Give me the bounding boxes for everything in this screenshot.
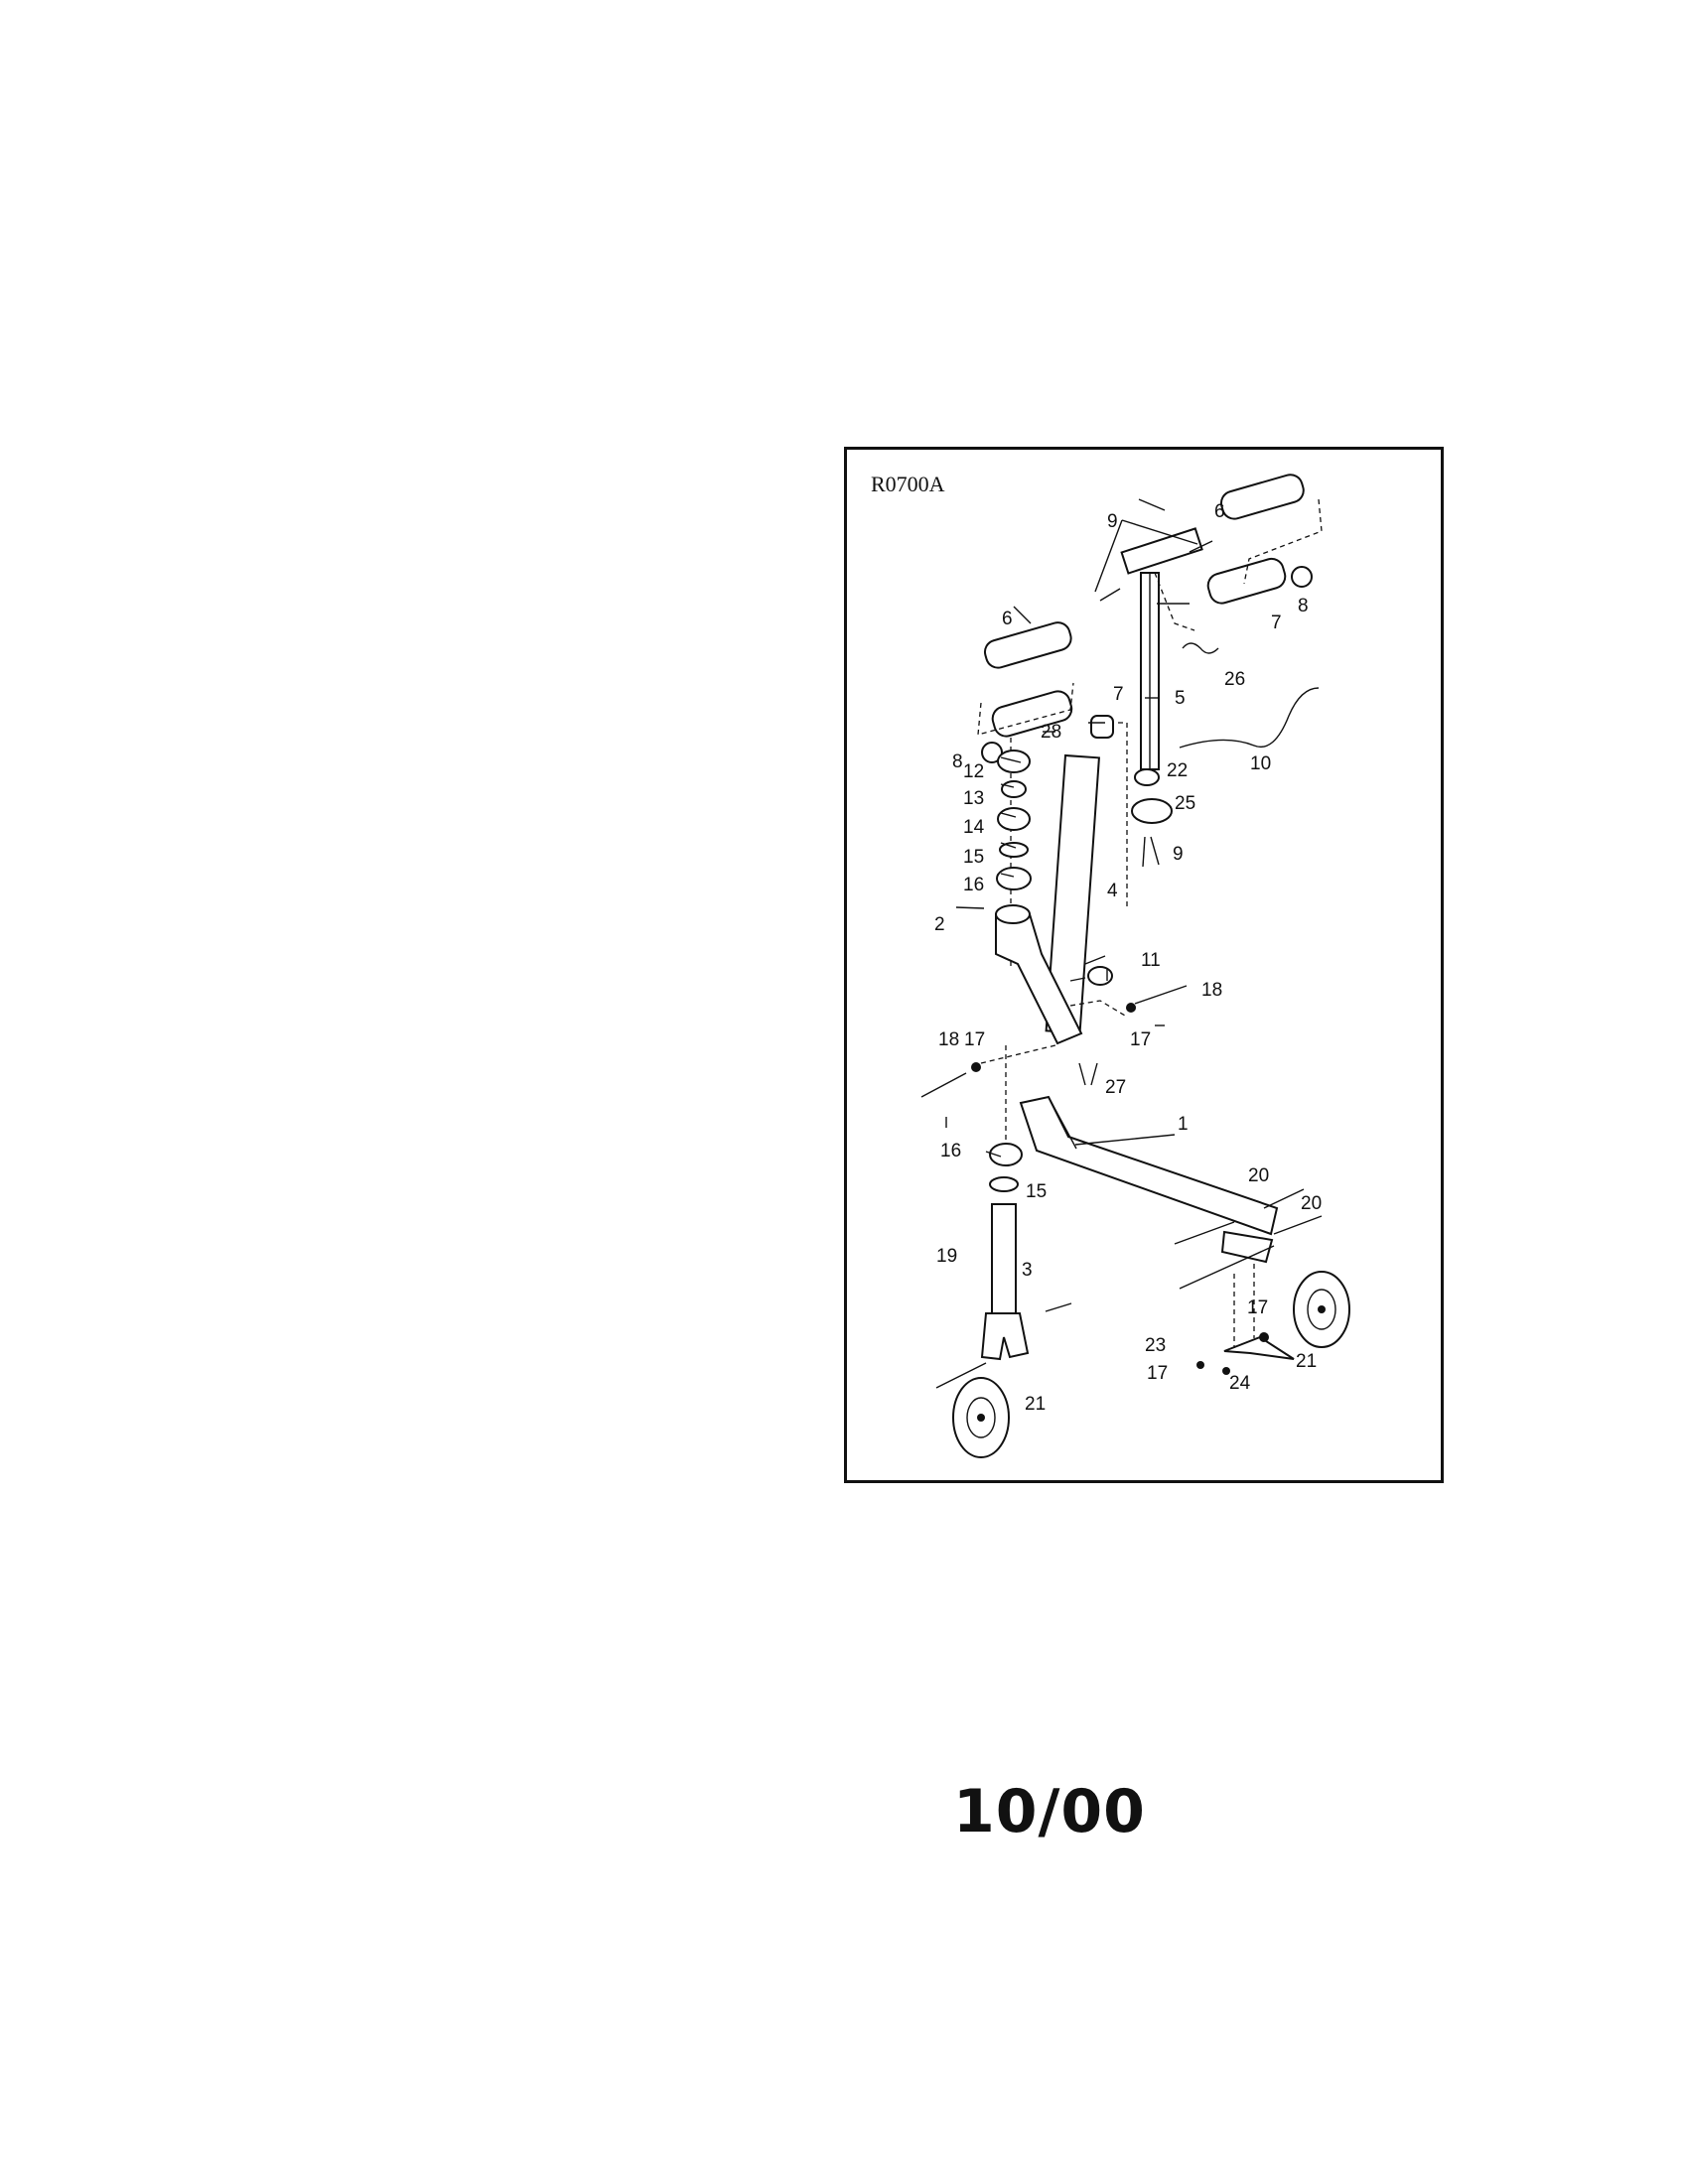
- exploded-view-drawing: 6 9 8 7 6 26 7 5 10 8 28 12 22 13 25 14 …: [920, 474, 1350, 1458]
- callout-8a: 8: [1298, 596, 1309, 616]
- front-fork: [991, 1203, 1017, 1334]
- callout-leaders: [945, 498, 1198, 1158]
- bearing-cup-bottom: [989, 1143, 1023, 1166]
- diagram-code: R0700A: [871, 472, 945, 496]
- callout-5: 5: [1175, 688, 1186, 709]
- callout-14: 14: [963, 817, 985, 838]
- callout-21a: 21: [1025, 1394, 1046, 1415]
- rear-brake: [1223, 1335, 1295, 1360]
- callout-labels: 6 9 8 7 6 26 7 5 10 8 28 12 22 13 25 14 …: [934, 501, 1322, 1415]
- lock-washer: [1001, 780, 1027, 798]
- callout-18b: 18: [938, 1029, 959, 1050]
- pivot-bolt: [1087, 966, 1113, 986]
- callout-22: 22: [1167, 760, 1188, 781]
- callout-9a: 9: [1107, 511, 1118, 532]
- callout-26: 26: [1224, 669, 1245, 690]
- callout-15b: 15: [1026, 1181, 1047, 1202]
- end-cap-right: [1291, 566, 1313, 588]
- quick-release-clamp: [1131, 798, 1173, 824]
- callout-21b: 21: [1296, 1351, 1317, 1372]
- callout-18a: 18: [1201, 980, 1222, 1001]
- callout-17c: 17: [1247, 1297, 1268, 1318]
- callout-1: 1: [1178, 1114, 1189, 1135]
- callout-15a: 15: [963, 847, 984, 868]
- bearing-cup-top: [996, 867, 1032, 890]
- callout-8b: 8: [952, 751, 963, 772]
- hitch-pin: [1078, 1062, 1098, 1086]
- date-code-footer: 10/00: [953, 1777, 1146, 1846]
- callout-19: 19: [936, 1246, 957, 1267]
- callout-28: 28: [1041, 722, 1061, 743]
- callout-11: 11: [1141, 950, 1161, 971]
- callout-17b: 17: [1130, 1029, 1151, 1050]
- callout-25: 25: [1175, 793, 1195, 814]
- parts-diagram-frame: R0700A: [844, 447, 1444, 1483]
- callout-24: 24: [1229, 1373, 1251, 1394]
- callout-17d: 17: [1147, 1363, 1168, 1384]
- callout-10: 10: [1250, 753, 1271, 774]
- callout-17a: 17: [964, 1029, 985, 1050]
- callout-4: 4: [1107, 881, 1118, 901]
- bearing-ring-bottom: [989, 1176, 1019, 1192]
- callout-20b: 20: [1301, 1193, 1322, 1214]
- callout-12: 12: [963, 761, 984, 782]
- bearing-race-top: [997, 807, 1031, 831]
- callout-2: 2: [934, 914, 945, 935]
- bearing-ring-top: [999, 842, 1029, 858]
- callout-27: 27: [1105, 1077, 1126, 1098]
- callout-23: 23: [1145, 1335, 1166, 1356]
- callout-3: 3: [1022, 1260, 1033, 1281]
- callout-16b: 16: [940, 1141, 961, 1161]
- grip-right-lower: [1206, 557, 1287, 605]
- callout-9b: 9: [1173, 844, 1184, 865]
- callout-16a: 16: [963, 875, 984, 895]
- head-tube: [995, 913, 1083, 1045]
- grip-left-lower: [991, 690, 1073, 738]
- tube-plug: [1090, 715, 1114, 739]
- brake-cable: [1179, 687, 1320, 749]
- callout-6a: 6: [1214, 501, 1225, 522]
- grip-left-upper: [983, 621, 1072, 669]
- collar-22: [1134, 768, 1160, 786]
- callout-6b: 6: [1002, 609, 1013, 629]
- rear-bracket: [1220, 1230, 1274, 1264]
- callout-7a: 7: [1271, 613, 1282, 633]
- headset-clamp: [997, 750, 1031, 773]
- spring-clip: [1182, 642, 1219, 654]
- callout-13: 13: [963, 788, 984, 809]
- callout-7b: 7: [1113, 684, 1124, 705]
- handlebar-cross-tube: [1120, 527, 1203, 575]
- callout-20a: 20: [1248, 1165, 1269, 1186]
- grip-right-upper: [1219, 474, 1305, 520]
- end-cap-left: [981, 742, 1003, 763]
